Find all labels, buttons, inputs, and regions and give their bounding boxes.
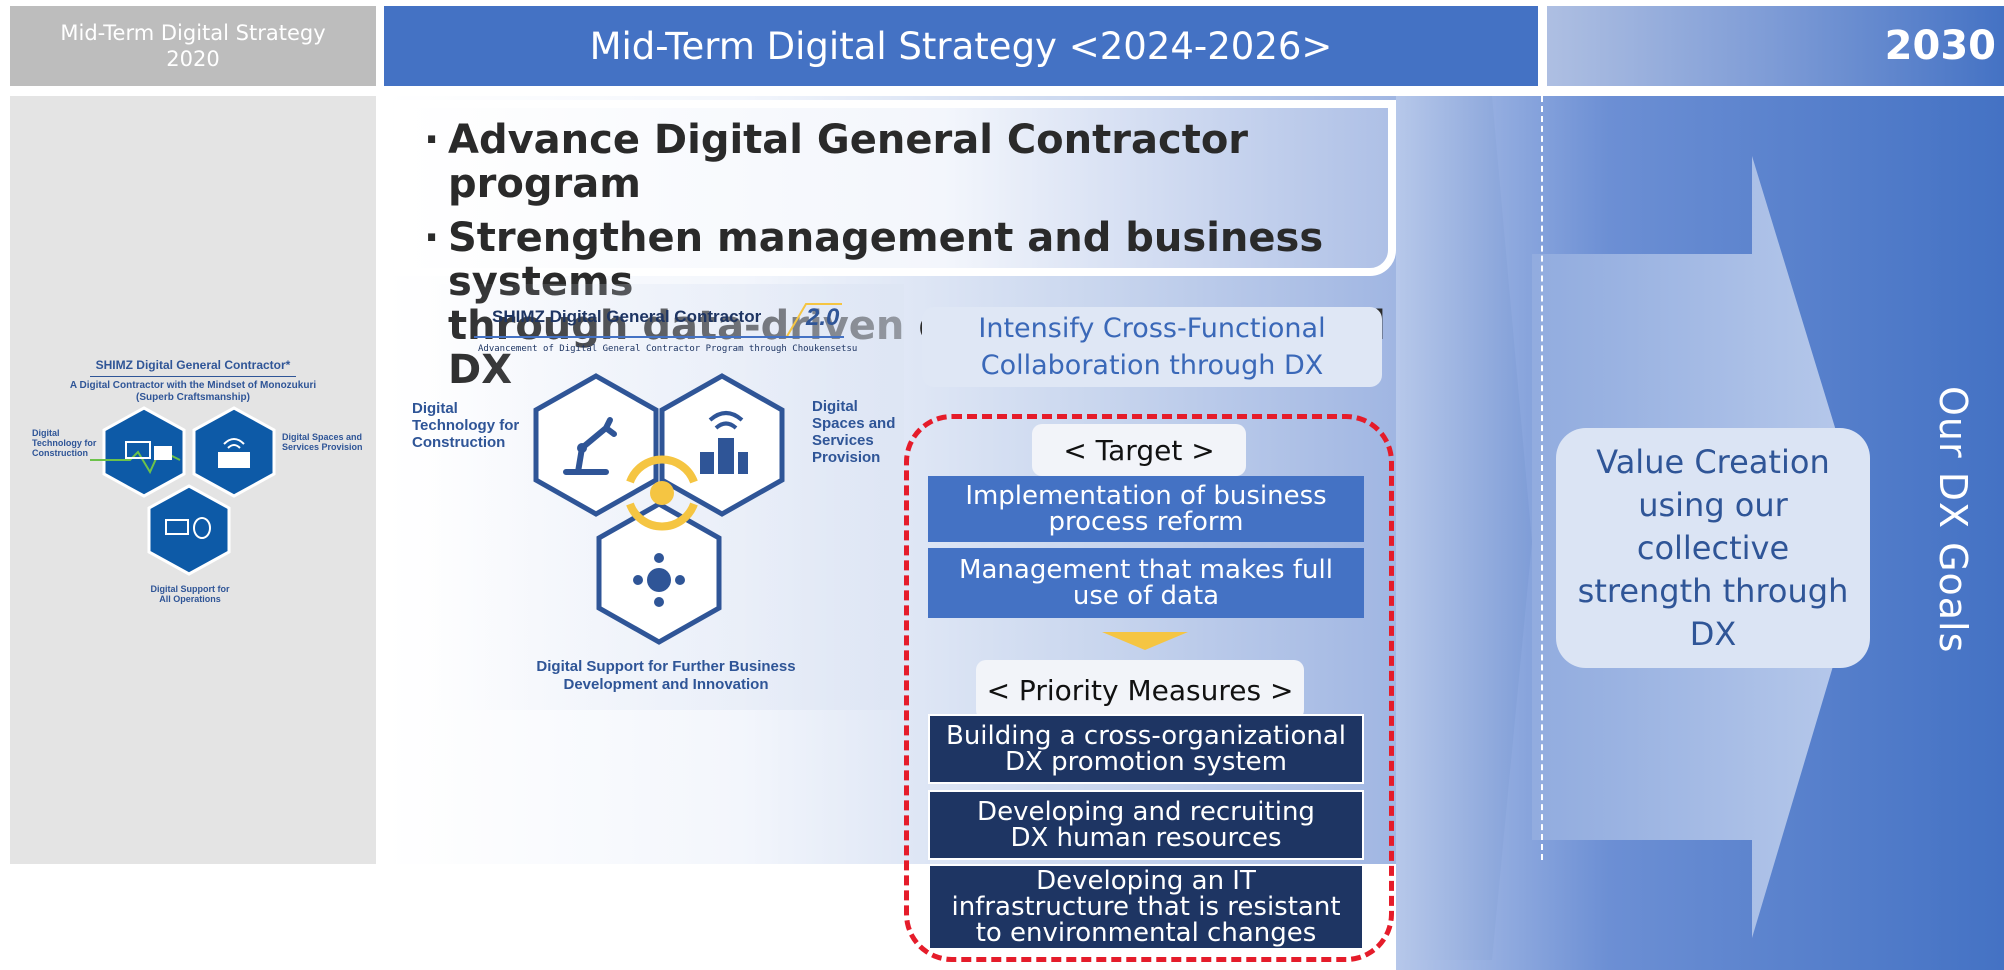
strategy-2020-panel (10, 96, 376, 864)
header-main: Mid-Term Digital Strategy <2024-2026> (384, 6, 1538, 86)
header-2030: 2030 (1547, 6, 2004, 86)
priority-label: < Priority Measures > (976, 660, 1304, 720)
year-divider (1541, 96, 1543, 860)
header-2020-label: Mid-Term Digital Strategy 2020 (60, 21, 326, 71)
priority-item: Building a cross-organizational DX promo… (928, 714, 1364, 784)
bullet-item: Advance Digital General Contractor progr… (424, 118, 1388, 206)
robot-arm-joint (577, 443, 587, 453)
people-icon (650, 481, 674, 505)
database-icon (193, 517, 211, 539)
shimz2-version-slash (785, 303, 842, 339)
laptop2-icon (165, 519, 189, 535)
strategy-2020-label-construction: Digital Technology for Construction (32, 428, 97, 458)
shimz2-label-construction: Digital Technology for Construction (412, 400, 520, 451)
network-node-4 (654, 597, 664, 607)
header-2020: Mid-Term Digital Strategy 2020 (10, 6, 376, 86)
building-icon-small-2 (738, 452, 748, 474)
arrows-graphic (1396, 96, 2004, 970)
target-label: < Target > (1032, 424, 1246, 476)
building-icon-small (700, 452, 714, 474)
laptop-icon (125, 441, 151, 459)
shimz2-label-spaces: Digital Spaces and Services Provision (812, 398, 896, 466)
wifi-icon-2 (708, 411, 744, 430)
strategy-2020-title: SHIMZ Digital General Contractor* (95, 358, 291, 372)
hex-2020-left (102, 406, 186, 498)
header-main-title: Mid-Term Digital Strategy <2024-2026> (589, 24, 1333, 68)
building-icon (218, 452, 250, 468)
target-item: Management that makes full use of data (928, 548, 1364, 618)
strategy-2020-label-spaces: Digital Spaces and Services Provision (282, 432, 363, 452)
network-icon (647, 568, 671, 592)
intensify-text: Intensify Cross-Functional Collaboration… (978, 313, 1326, 381)
dx-goals-text: Our DX Goals (1931, 386, 1975, 654)
hex-diagram-2020 (90, 406, 276, 576)
network-node-1 (654, 553, 664, 563)
shimz2-title: SHIMZ Digital General Contractor (492, 307, 762, 326)
arrow-left-chevron (1396, 96, 1532, 960)
shimz2-version: 2.0 (806, 304, 840, 331)
hex-diagram-2 (533, 373, 785, 645)
dx-goals-vertical: Our DX Goals (1918, 340, 1988, 700)
shimz2-label-support: Digital Support for Further Business Dev… (536, 658, 796, 693)
intensify-box: Intensify Cross-Functional Collaboration… (922, 307, 1382, 387)
strategy-2020-subtitle: A Digital Contractor with the Mindset of… (69, 380, 317, 403)
value-creation-box: Value Creation using our collective stre… (1556, 428, 1870, 668)
header-2030-year: 2030 (1884, 23, 1996, 69)
network-node-2 (633, 575, 643, 585)
tower-icon (718, 438, 734, 474)
hex-construction (533, 373, 659, 517)
target-item: Implementation of business process refor… (928, 476, 1364, 542)
priority-item: Developing and recruiting DX human resou… (928, 790, 1364, 860)
wifi-icon (223, 438, 245, 449)
strategy-bullets-box: Advance Digital General Contractor progr… (394, 100, 1396, 392)
down-triangle-icon (1102, 632, 1188, 650)
truck-icon (154, 446, 172, 460)
shimz2-title-rule (474, 336, 844, 338)
network-node-3 (675, 575, 685, 585)
shimz2-subtitle: Advancement of Digital General Contracto… (478, 344, 858, 354)
value-creation-text: Value Creation using our collective stre… (1577, 442, 1849, 653)
strategy-2020-title-rule (90, 376, 296, 377)
priority-item: Developing an IT infrastructure that is … (928, 864, 1364, 950)
cycle-arrows-icon (626, 455, 698, 531)
strategy-2020-label-support: Digital Support for All Operations (150, 584, 230, 604)
target-measures-frame (904, 414, 1394, 962)
